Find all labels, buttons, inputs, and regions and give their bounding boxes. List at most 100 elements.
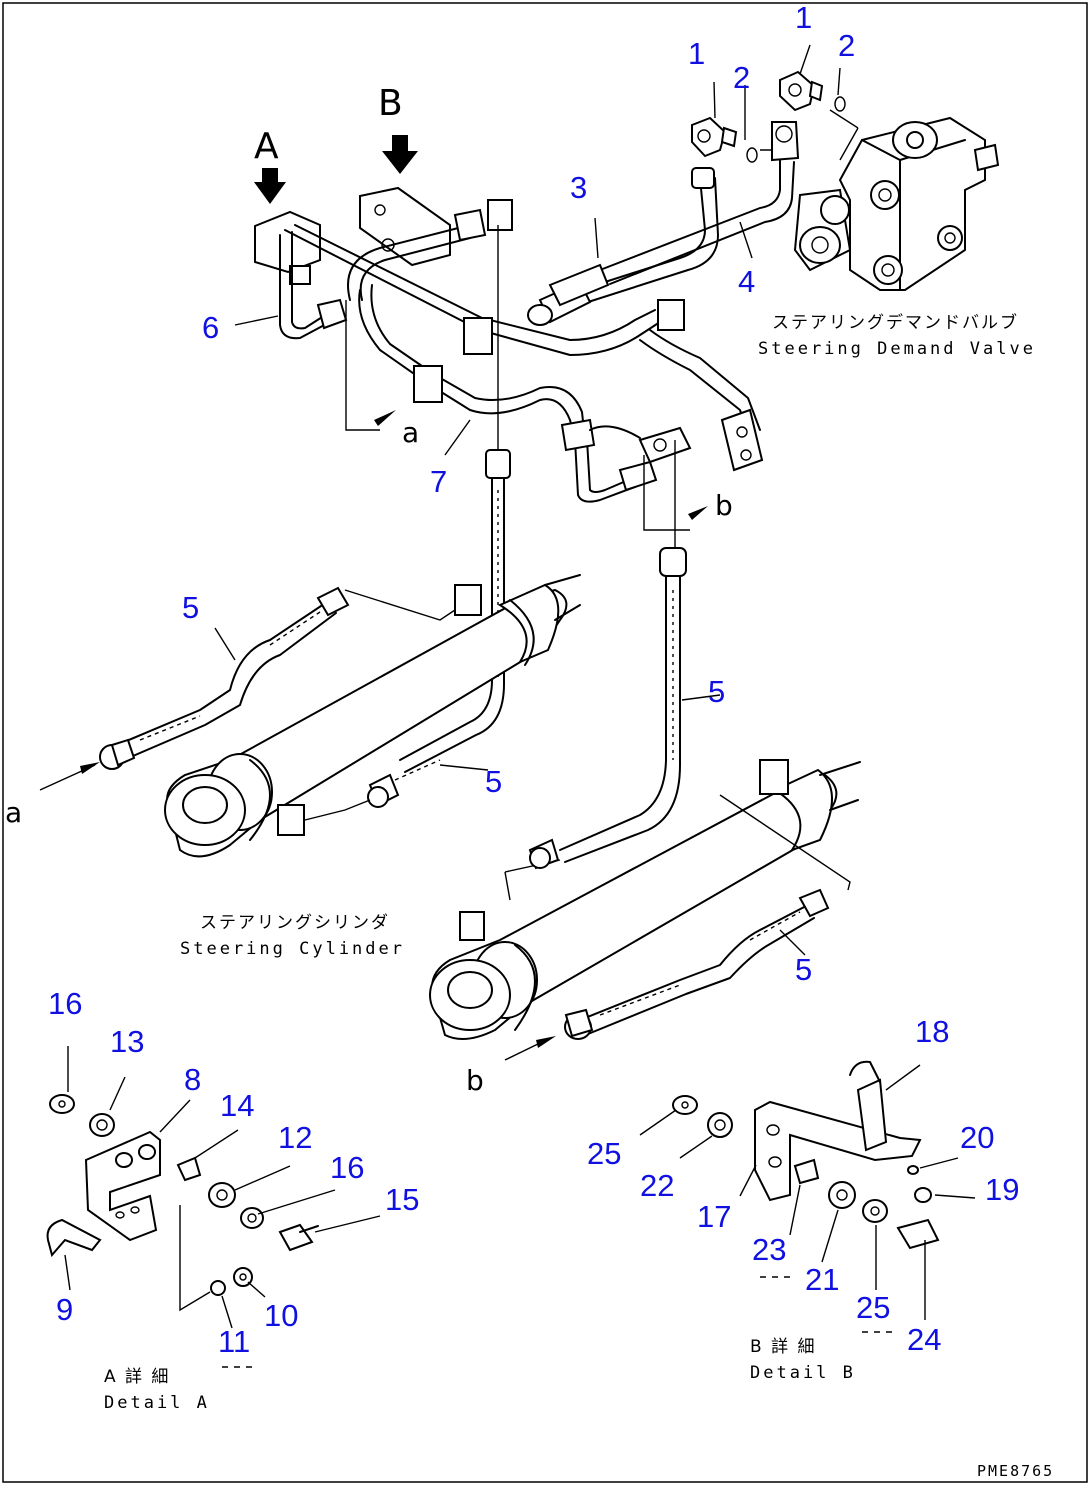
clamp-2 [413, 365, 443, 403]
callout-5b: 5 [708, 674, 725, 709]
hose-5-cylinder-left-upper [99, 586, 456, 770]
arrow-a-bottom [80, 762, 100, 774]
callout-19: 19 [985, 1172, 1019, 1207]
callout-8: 8 [184, 1062, 201, 1097]
pipe-b-1 [347, 224, 471, 301]
leader-lines-detail-b [639, 1064, 976, 1320]
cyl-left-port-2 [277, 804, 305, 836]
callout-20: 20 [960, 1120, 994, 1155]
connection-letter-a-top: a [402, 416, 419, 449]
callout-16b: 16 [330, 1150, 364, 1185]
callout-18: 18 [915, 1014, 949, 1049]
detail-b-parts [672, 1060, 940, 1250]
elbow-fitting-1b [779, 70, 824, 112]
callout-16a: 16 [48, 986, 82, 1021]
callout-7: 7 [430, 464, 447, 499]
callout-25a: 25 [587, 1136, 621, 1171]
callout-5d: 5 [795, 952, 812, 987]
callout-4: 4 [738, 264, 755, 299]
callout-1a: 1 [688, 36, 705, 71]
callout-2a: 2 [733, 60, 750, 95]
hose-5-cylinder-left-lower [304, 759, 441, 821]
fitting-lower [560, 418, 692, 492]
callout-11: 11 [218, 1324, 250, 1359]
clamp-3 [487, 199, 513, 231]
clamp-1 [463, 317, 493, 355]
connection-letter-b-top: b [715, 489, 733, 522]
cylinder-caption-en: Steering Cylinder [180, 939, 405, 959]
callout-10: 10 [264, 1298, 298, 1333]
leader-lines-detail-a [64, 1046, 381, 1329]
center-line-b [643, 440, 690, 555]
pipe-b-2 [359, 237, 471, 301]
callout-15: 15 [385, 1182, 419, 1217]
callout-23: 23 [752, 1232, 786, 1267]
arrow-b-bottom [536, 1036, 556, 1048]
hose-5-right-vertical [559, 547, 687, 863]
callout-17: 17 [697, 1199, 731, 1234]
center-line-a [345, 225, 499, 460]
callout-13: 13 [110, 1024, 144, 1059]
callout-22: 22 [640, 1168, 674, 1203]
arrow-line-b-bottom [504, 1042, 541, 1061]
pipe-right-1 [639, 339, 751, 441]
callout-5c: 5 [485, 764, 502, 799]
callout-9: 9 [56, 1292, 73, 1327]
elbow-fitting-1a [691, 116, 738, 158]
hose-5-left-vertical [399, 449, 511, 773]
hose-5-cylinder-right-lower [564, 888, 830, 1040]
tube-7-outer [358, 289, 576, 441]
leader-lines-top [214, 44, 841, 956]
pipe-lower-3 [589, 425, 641, 439]
o-ring-2a [746, 147, 758, 163]
detail-a-caption-en: Detail A [104, 1393, 210, 1413]
tube-6-inner [291, 231, 331, 330]
pipe-upper-1 [284, 229, 661, 356]
callout-2b: 2 [838, 28, 855, 63]
view-arrow-b [382, 135, 418, 174]
detail-b-caption-jp: B 詳 細 [750, 1337, 816, 1357]
fitting-b [453, 208, 487, 242]
detail-b-caption-en: Detail B [750, 1363, 856, 1383]
tube-7-inner [370, 284, 586, 441]
clamp-4 [657, 299, 685, 331]
bracket-a-top [254, 210, 321, 285]
pipe-upper-2 [294, 224, 656, 341]
valve-caption-en: Steering Demand Valve [758, 339, 1036, 359]
callout-12: 12 [278, 1120, 312, 1155]
callout-14: 14 [220, 1088, 254, 1123]
view-label-b: B [378, 83, 403, 124]
bracket-b-top [359, 186, 451, 267]
steering-cylinder-left [164, 574, 581, 858]
hose-4 [548, 121, 800, 307]
callout-3: 3 [570, 170, 587, 205]
connection-letter-a-bottom: a [5, 796, 22, 829]
cyl-left-port-1 [454, 584, 482, 616]
valve-caption-jp: ステアリングデマンドバルブ [772, 312, 1019, 333]
steering-demand-valve [793, 116, 1000, 291]
arrow-b-top [688, 506, 708, 520]
pipe-right-2 [649, 329, 761, 431]
tube-6-outer [279, 234, 331, 340]
detail-a-caption-jp: A 詳 細 [104, 1367, 170, 1387]
callout-6: 6 [202, 310, 219, 345]
connection-letter-b-bottom: b [466, 1064, 484, 1097]
cyl-right-port-1 [759, 759, 789, 795]
view-arrow-a [254, 168, 286, 204]
flange-right [720, 408, 764, 472]
pipe-lower-2 [586, 439, 641, 493]
o-ring-2b [834, 96, 846, 112]
arrow-a-top [374, 410, 396, 426]
tube-6-fitting [316, 298, 348, 330]
pipe-lower-1 [574, 439, 641, 503]
callout-21: 21 [805, 1262, 839, 1297]
detail-a-parts [46, 1094, 319, 1312]
cylinder-caption-jp: ステアリングシリンダ [200, 913, 390, 933]
callout-25b: 25 [856, 1290, 890, 1325]
hose-3 [527, 167, 719, 326]
callout-1b: 1 [795, 0, 812, 35]
drawing-code: PME8765 [977, 1462, 1054, 1480]
